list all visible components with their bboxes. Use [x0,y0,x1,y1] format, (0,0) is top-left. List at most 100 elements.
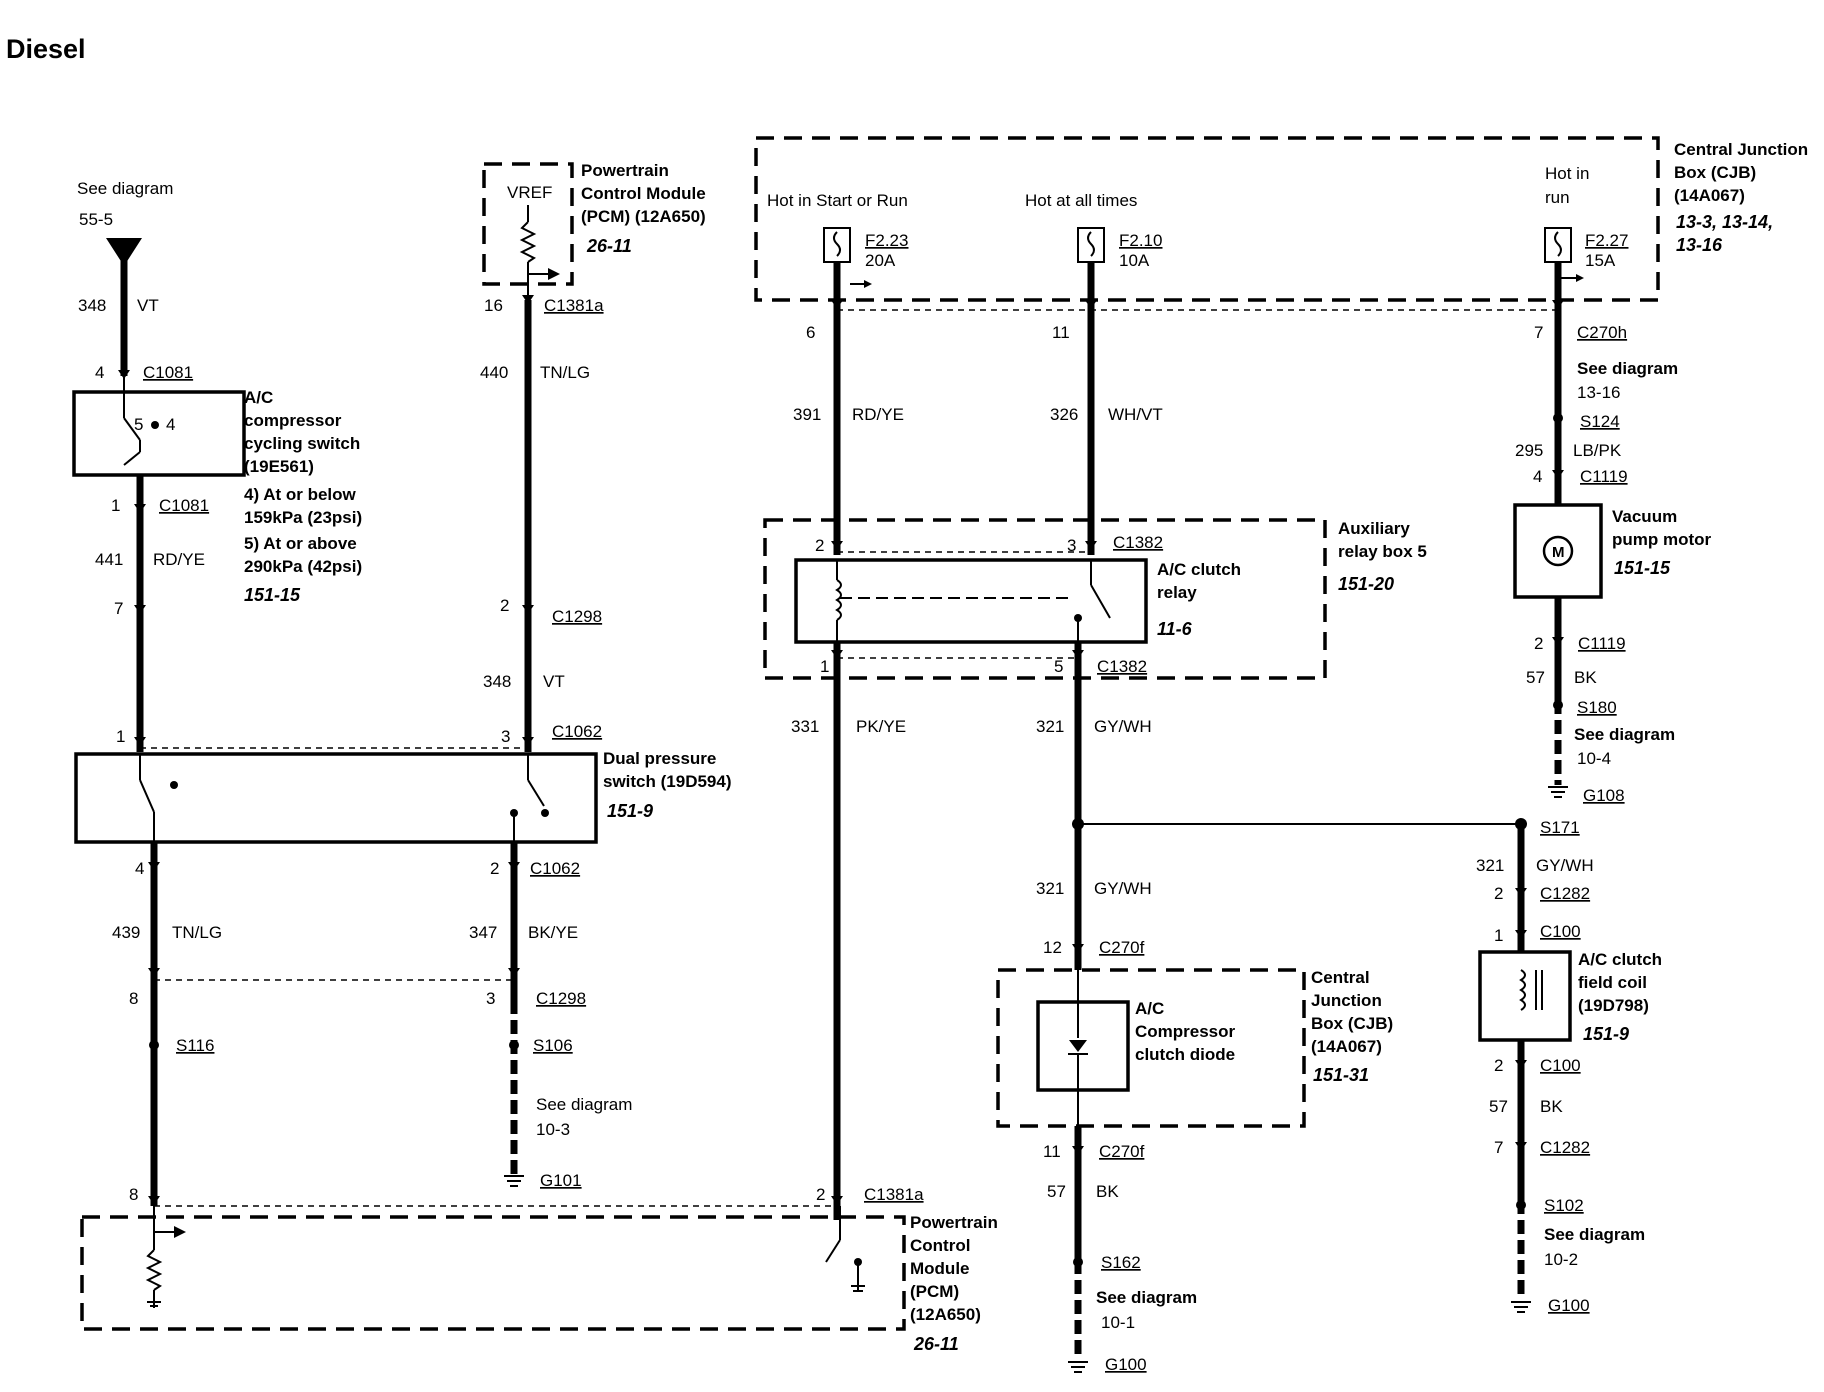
diagram-label: 57 [1489,1097,1508,1116]
diagram-label: A/C clutch [1578,950,1662,969]
connector-nodes [118,295,1564,1267]
diagram-label: 3 [486,989,495,1008]
diagram-label: 151-15 [1614,558,1671,578]
diagram-label: 347 [469,923,497,942]
ac-cycling-switch [72,376,246,520]
diagram-label: 290kPa (42psi) [244,557,362,576]
diagram-label: S162 [1101,1253,1141,1272]
diagram-label: 10-1 [1101,1313,1135,1332]
diagram-label: See diagram [536,1095,632,1114]
diagram-label: A/C clutch [1157,560,1241,579]
dual-pressure-switch [74,752,598,844]
diagram-label: 151-15 [244,585,301,605]
diagram-label: 7 [114,599,123,618]
diagram-label: 8 [129,1185,138,1204]
diagram-label: C100 [1540,1056,1581,1075]
diagram-label: S116 [176,1036,214,1055]
ac-compressor-clutch-diode-box [1036,1000,1130,1092]
diagram-label: GY/WH [1094,717,1152,736]
diagram-label: A/C [244,388,273,407]
diagram-label: 391 [793,405,821,424]
diagram-label: C1381a [864,1185,924,1204]
diagram-label: See diagram [77,179,173,198]
ground-g101-icon [504,1175,524,1187]
diagram-label: 20A [865,251,896,270]
diagram-label: 8 [129,989,138,1008]
diagram-label: S102 [1544,1196,1584,1215]
diagram-label: 441 [95,550,123,569]
diagram-label: S106 [533,1036,573,1055]
diagram-label: 26-11 [913,1334,959,1354]
diagram-label: S124 [1580,412,1620,431]
diagram-label: C1382 [1097,657,1147,676]
diagram-label: Compressor [1135,1022,1236,1041]
diagram-label: S180 [1577,698,1617,717]
diagram-label: 4 [95,363,104,382]
diagram-label: 151-9 [1583,1024,1629,1044]
diagram-label: Powertrain [581,161,669,180]
ground-g100-diode-icon [1068,1361,1088,1373]
fuse-f2-27-icon [1544,227,1584,282]
diagram-label: C270f [1099,938,1145,957]
diagram-label: C1282 [1540,1138,1590,1157]
diagram-label: Auxiliary [1338,519,1410,538]
diagram-label: F2.27 [1585,231,1628,250]
diagram-label: 11 [1043,1142,1061,1161]
diagram-label: 57 [1526,668,1545,687]
pcm-vref-module [482,162,574,300]
diagram-label: (14A067) [1674,186,1745,205]
diagram-label: 295 [1515,441,1543,460]
diagram-label: BK [1540,1097,1563,1116]
diagram-label: Hot in [1545,164,1589,183]
diagram-label: G100 [1548,1296,1590,1315]
arrow-icon [174,1226,186,1238]
diagram-label: 13-16 [1676,235,1723,255]
diagram-label: relay [1157,583,1197,602]
diagram-label: BK [1574,668,1597,687]
diagram-label: 4 [1533,467,1542,486]
diagram-label: Hot at all times [1025,191,1137,210]
diagram-label: 55-5 [79,210,113,229]
diagram-label: 1 [820,657,829,676]
pcm-bottom-module [80,1206,906,1331]
field-coil-icon [1519,969,1526,1011]
arrow-icon [548,268,560,280]
diagram-label: 4 [135,859,144,878]
diagram-label: 10-3 [536,1120,570,1139]
diagram-label: 4) At or below [244,485,357,504]
ac-clutch-field-coil [1478,950,1572,1042]
diagram-label: 321 [1036,879,1064,898]
diagram-label: 5 [1054,657,1063,676]
diagram-label: Hot in Start or Run [767,191,908,210]
diagram-label: VREF [507,183,552,202]
diagram-label: C100 [1540,922,1581,941]
diagram-label: BK [1096,1182,1119,1201]
diagram-label: 2 [500,596,509,615]
diagram-label: 7 [1534,323,1543,342]
diagram-label: 15A [1585,251,1616,270]
page-title: Diesel [6,34,86,64]
diagram-label: Box (CJB) [1674,163,1756,182]
fuse-f2-10-icon [1077,227,1105,263]
diagram-label: WH/VT [1108,405,1163,424]
diagram-label: Dual pressure [603,749,716,768]
diagram-label: Central [1311,968,1370,987]
diagram-label: G101 [540,1171,582,1190]
ac-cycling-switch-box [72,390,246,477]
diagram-label: TN/LG [540,363,590,382]
diagram-label: 7 [1494,1138,1503,1157]
diagram-label: RD/YE [852,405,904,424]
diagram-label: Control Module [581,184,706,203]
wire-348-vt-left [106,238,142,376]
pcm-bottom-dashed-box [80,1215,906,1331]
diagram-label: 16 [484,296,503,315]
diagram-label: 321 [1476,856,1504,875]
diagram-label: (PCM) (12A650) [581,207,706,226]
diagram-label: G108 [1583,786,1625,805]
diagram-label: 440 [480,363,508,382]
resistor-icon [519,221,537,263]
ground-g108-icon [1548,786,1568,798]
diagram-label: C270f [1099,1142,1145,1161]
diagram-label: (19D798) [1578,996,1649,1015]
